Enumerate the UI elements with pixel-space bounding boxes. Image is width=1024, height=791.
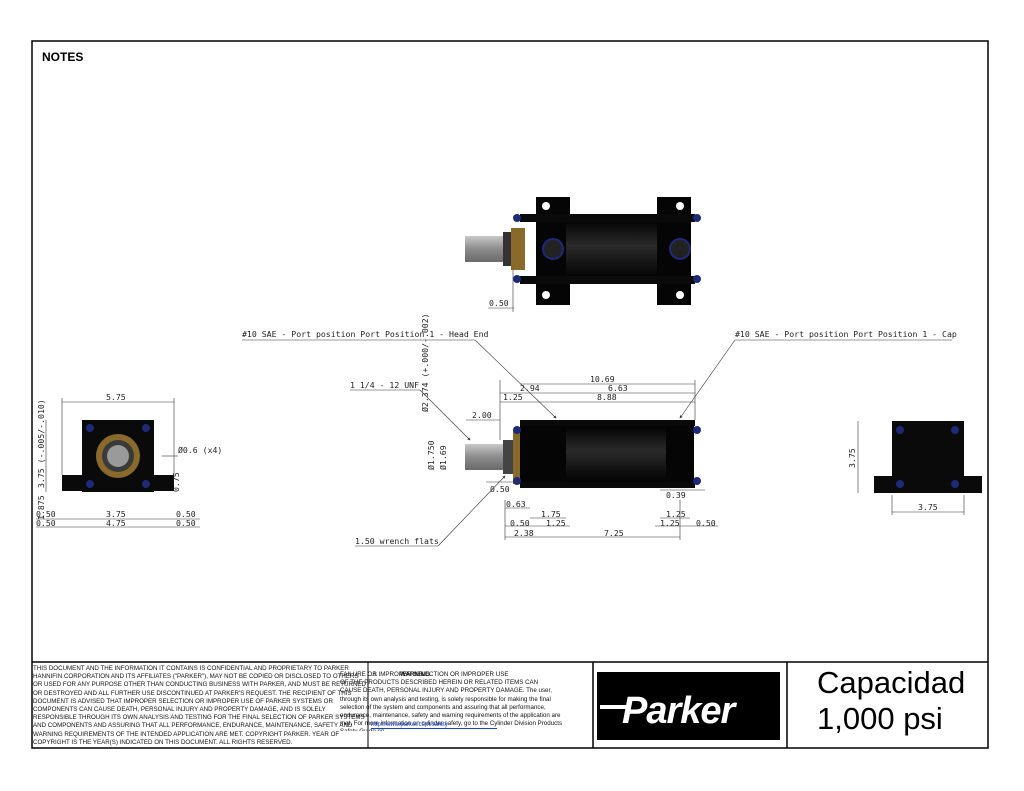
side-dim-rod: Ø1.69: [438, 445, 448, 470]
side-dim-1-25-c: 1.25: [546, 518, 566, 528]
side-dim-6-63: 6.63: [608, 383, 628, 393]
front-dim-c: 0.50: [176, 509, 196, 519]
warning-title: WARNING: [400, 671, 430, 678]
side-dim-1-25-d: 1.25: [660, 518, 680, 528]
top-rod-ext-label: 0.50: [489, 298, 509, 308]
rear-dim-width: 3.75: [918, 502, 938, 512]
callout-wrench: 1.50 wrench flats: [355, 536, 439, 546]
front-dim-flange: 0.75: [171, 472, 181, 492]
side-dim-1-75: 1.75: [541, 509, 561, 519]
callout-thread: 1 1/4 - 12 UNF: [350, 380, 419, 390]
front-dim-d: 0.50: [36, 518, 56, 528]
warning-body: FAILURE OR IMPROPER SELECTION OR IMPROPE…: [340, 671, 563, 731]
front-dim-f: 0.50: [176, 518, 196, 528]
side-dim-rod-tol: Ø2.374 (+.000/-.002): [420, 313, 430, 412]
warning-icon: ⚠: [372, 671, 378, 678]
side-dim-2-38: 2.38: [514, 528, 534, 538]
parker-logo: Parker: [622, 690, 735, 732]
side-dim-0-39: 0.39: [666, 490, 686, 500]
side-dim-2-94: 2.94: [520, 383, 540, 393]
front-dim-height: 3.75 (-.005/-.010): [36, 399, 46, 488]
side-dim-overall: 10.69: [590, 374, 615, 384]
front-hole-callout: Ø0.6 (x4): [178, 445, 222, 455]
side-view: 10.69 2.94 6.63 1.25 8.88 2.00 Ø1.750 Ø1…: [242, 313, 957, 547]
side-dim-1-25: 1.25: [503, 392, 523, 402]
sheet-border: [31, 40, 989, 749]
front-dim-width: 5.75: [106, 392, 126, 402]
side-dim-bore: Ø1.750: [426, 440, 436, 470]
front-dim-centerline: 1.875: [36, 495, 46, 520]
side-dim-0-50: 0.50: [490, 484, 510, 494]
front-view: 5.75 3.75 (-.005/-.010) 1.875 0.75 Ø0.6 …: [36, 392, 222, 528]
side-dim-1-25-b: 1.25: [666, 509, 686, 519]
front-dim-a: 0.50: [36, 509, 56, 519]
side-dim-8-88: 8.88: [597, 392, 617, 402]
side-dim-7-25: 7.25: [604, 528, 624, 538]
capacity-value: 1,000 psi: [817, 701, 943, 736]
parker-logo-box: [597, 672, 780, 740]
callout-port-head: #10 SAE - Port position Port Position 1 …: [242, 329, 489, 339]
safety-link[interactable]: http://www.parker.com/safety: [371, 722, 497, 729]
side-dim-0-50-c: 0.50: [696, 518, 716, 528]
side-dim-0-63: 0.63: [506, 499, 526, 509]
front-dim-e: 4.75: [106, 518, 126, 528]
front-dim-b: 3.75: [106, 509, 126, 519]
side-dim-2-00: 2.00: [472, 410, 492, 420]
rear-dim-height: 3.75: [847, 448, 857, 468]
capacity-label: Capacidad: [817, 665, 966, 700]
side-dim-0-50-b: 0.50: [510, 518, 530, 528]
top-view: 0.50: [465, 197, 701, 312]
callout-port-cap: #10 SAE - Port position Port Position 1 …: [735, 329, 957, 339]
notes-label: NOTES: [42, 50, 84, 64]
confidential-notice: THIS DOCUMENT AND THE INFORMATION IT CON…: [33, 665, 367, 746]
rear-view: 3.75 3.75: [847, 421, 982, 515]
